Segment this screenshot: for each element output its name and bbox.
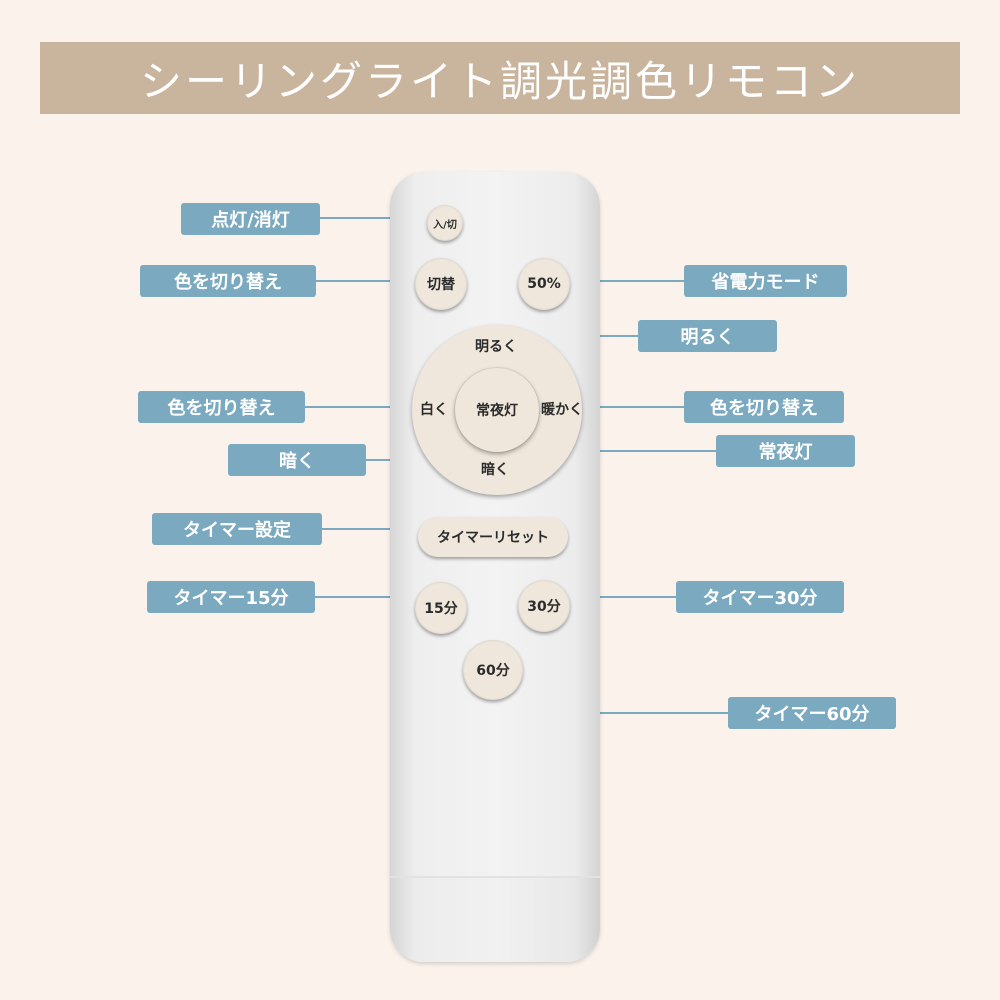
callout-brighter: 明るく (638, 320, 777, 352)
night-light-label: 常夜灯 (476, 403, 518, 419)
callout-darker: 暗く (228, 444, 366, 476)
title-banner: シーリングライト調光調色リモコン (40, 42, 960, 114)
callout-switch-color: 色を切り替え (140, 265, 316, 297)
timer-15-label: 15分 (424, 601, 458, 617)
timer-60-button[interactable]: 60分 (463, 640, 523, 700)
callout-timer30: タイマー30分 (676, 581, 844, 613)
callout-left-color: 色を切り替え (138, 391, 305, 423)
warm-button[interactable]: 暖かく (541, 402, 583, 418)
callout-right-color: 色を切り替え (684, 391, 844, 423)
callout-timer60: タイマー60分 (728, 697, 896, 729)
eco-label: 50% (527, 276, 561, 292)
callout-eco-mode: 省電力モード (684, 265, 847, 297)
switch-label: 切替 (427, 277, 455, 293)
remote-base (390, 876, 600, 962)
power-label: 入/切 (433, 219, 457, 231)
timer-reset-label: タイマーリセット (437, 530, 549, 546)
timer-30-label: 30分 (527, 599, 561, 615)
darker-button[interactable]: 暗く (481, 462, 509, 478)
page-title: シーリングライト調光調色リモコン (139, 56, 860, 106)
timer-15-button[interactable]: 15分 (415, 582, 467, 634)
timer-30-button[interactable]: 30分 (518, 580, 570, 632)
callout-night-light: 常夜灯 (716, 435, 855, 467)
switch-color-button[interactable]: 切替 (415, 258, 467, 310)
timer-reset-button[interactable]: タイマーリセット (418, 517, 568, 557)
night-light-button[interactable]: 常夜灯 (455, 368, 539, 452)
callout-timer-setting: タイマー設定 (152, 513, 322, 545)
power-button[interactable]: 入/切 (427, 205, 463, 241)
white-button[interactable]: 白く (420, 402, 448, 418)
callout-power: 点灯/消灯 (181, 203, 320, 235)
brighter-button[interactable]: 明るく (475, 339, 517, 355)
callout-timer15: タイマー15分 (147, 581, 315, 613)
timer-60-label: 60分 (476, 663, 510, 679)
eco-mode-button[interactable]: 50% (518, 258, 570, 310)
